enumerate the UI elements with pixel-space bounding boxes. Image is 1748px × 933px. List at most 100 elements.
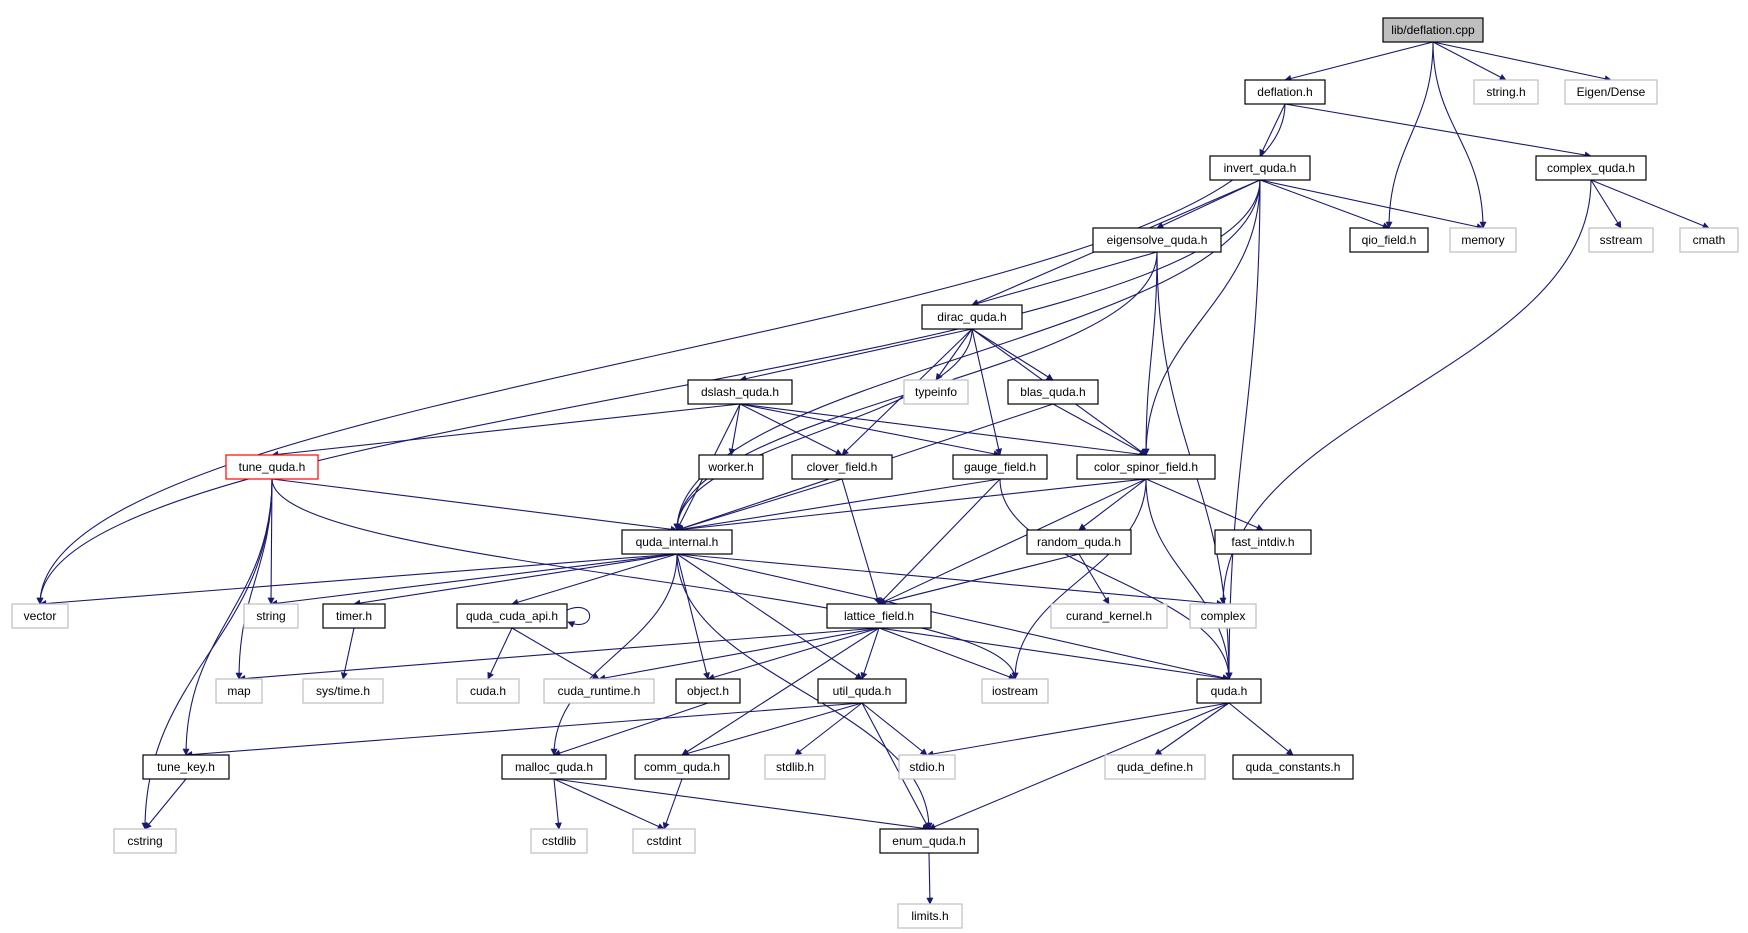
edge-color_spinor_field_h-to-fast_intdiv_h	[1145, 478, 1264, 531]
edge-clover_field_h-to-quda_internal_h	[676, 478, 843, 532]
node-tune-quda-h[interactable]: tune_quda.h	[225, 454, 319, 480]
node-tune-key-h[interactable]: tune_key.h	[142, 754, 230, 780]
node-box	[632, 828, 696, 854]
node-blas-quda-h[interactable]: blas_quda.h	[1007, 379, 1099, 405]
edge-gauge_field_h-to-quda_h	[999, 478, 1233, 680]
edge-gauge_field_h-to-lattice_field_h	[878, 478, 1001, 605]
edge-lattice_field_h-to-object_h	[707, 627, 880, 681]
edge-dirac_quda_h-to-quda_internal_h	[673, 328, 973, 531]
edge-util_quda_h-to-stdio_h	[861, 702, 928, 756]
edge-color_spinor_field_h-to-quda_internal_h	[676, 478, 1147, 533]
node-label: tune_key.h	[157, 760, 215, 774]
node-box	[1050, 603, 1168, 629]
edge-dirac_quda_h-to-blas_quda_h	[971, 328, 1054, 381]
node-dirac-quda-h[interactable]: dirac_quda.h	[921, 304, 1023, 330]
node-box	[687, 379, 793, 405]
node-eigen-dense: Eigen/Dense	[1564, 79, 1658, 105]
node-invert-quda-h[interactable]: invert_quda.h	[1209, 155, 1311, 181]
node-worker-h[interactable]: worker.h	[698, 454, 764, 480]
node-label: lib/deflation.cpp	[1391, 23, 1475, 37]
node-enum-quda-h[interactable]: enum_quda.h	[879, 828, 979, 854]
edge-lattice_field_h-to-iostream	[878, 627, 1016, 681]
edge-lattice_field_h-to-cuda_runtime_h	[598, 627, 880, 682]
node-label: quda.h	[1211, 684, 1248, 698]
edge-dirac_quda_h-to-dslash_quda_h	[739, 328, 973, 383]
edge-color_spinor_field_h-to-lattice_field_h	[878, 478, 1147, 605]
node-lattice-field-h[interactable]: lattice_field.h	[826, 603, 932, 629]
node-box	[302, 678, 384, 704]
edge-quda_internal_h-to-string	[270, 553, 678, 607]
node-memory: memory	[1449, 227, 1517, 253]
edge-color_spinor_field_h-to-quda_h	[1145, 478, 1233, 680]
node-box	[530, 828, 588, 854]
edge-quda_internal_h-to-object_h	[676, 553, 710, 680]
edge-tune_key_h-to-cstring	[144, 778, 187, 830]
edge-random_quda_h-to-lattice_field_h	[878, 553, 1080, 606]
node-vector: vector	[11, 603, 69, 629]
node-timer-h[interactable]: timer.h	[322, 603, 386, 629]
node-label: color_spinor_field.h	[1094, 460, 1198, 474]
node-dslash-quda-h[interactable]: dslash_quda.h	[687, 379, 793, 405]
node-util-quda-h[interactable]: util_quda.h	[817, 678, 907, 704]
node-box	[113, 828, 177, 854]
node-object-h[interactable]: object.h	[675, 678, 741, 704]
node-quda-h[interactable]: quda.h	[1196, 678, 1262, 704]
node-comm-quda-h[interactable]: comm_quda.h	[634, 754, 730, 780]
edge-random_quda_h-to-curand_kernel_h	[1078, 553, 1110, 605]
node-box	[1209, 155, 1311, 181]
edge-lattice_field_h-to-map	[238, 627, 880, 682]
edge-quda_h-to-stdio_h	[926, 702, 1230, 758]
edge-color_spinor_field_h-to-iostream	[1011, 478, 1147, 680]
node-label: deflation.h	[1257, 85, 1312, 99]
node-box	[1244, 79, 1326, 105]
node-box	[215, 678, 263, 704]
edge-util_quda_h-to-tune_key_h	[185, 702, 863, 759]
edge-quda_internal_h-to-util_quda_h	[676, 553, 863, 680]
node-quda-cuda-api-h[interactable]: quda_cuda_api.h	[456, 603, 568, 629]
node-typeinfo: typeinfo	[903, 379, 969, 405]
node-box	[142, 754, 230, 780]
node-quda-internal-h[interactable]: quda_internal.h	[621, 529, 733, 555]
node-box	[1588, 227, 1654, 253]
edge-root-to-deflation_h	[1284, 41, 1434, 82]
node-label: eigensolve_quda.h	[1107, 233, 1208, 247]
node-label: quda_internal.h	[636, 535, 719, 549]
node-complex-quda-h[interactable]: complex_quda.h	[1535, 155, 1647, 181]
node-limits-h: limits.h	[897, 903, 963, 929]
node-label: dslash_quda.h	[701, 385, 779, 399]
edge-util_quda_h-to-stdlib_h	[794, 702, 863, 756]
node-box	[1104, 754, 1206, 780]
node-color-spinor-field-h[interactable]: color_spinor_field.h	[1076, 454, 1216, 480]
node-label: fast_intdiv.h	[1231, 535, 1294, 549]
node-label: invert_quda.h	[1224, 161, 1297, 175]
node-malloc-quda-h[interactable]: malloc_quda.h	[501, 754, 607, 780]
edge-invert_quda_h-to-color_spinor_field_h	[1142, 179, 1261, 456]
node-label: iostream	[992, 684, 1038, 698]
node-qio-field-h[interactable]: qio_field.h	[1349, 227, 1429, 253]
node-fast-intdiv-h[interactable]: fast_intdiv.h	[1214, 529, 1312, 555]
node-label: Eigen/Dense	[1577, 85, 1646, 99]
node-label: stdio.h	[909, 760, 944, 774]
node-quda-define-h: quda_define.h	[1104, 754, 1206, 780]
node-label: sstream	[1600, 233, 1643, 247]
node-cstdlib: cstdlib	[530, 828, 588, 854]
node-random-quda-h[interactable]: random_quda.h	[1026, 529, 1132, 555]
node-label: enum_quda.h	[892, 834, 965, 848]
edge-invert_quda_h-to-memory	[1259, 179, 1484, 231]
edge-color_spinor_field_h-to-random_quda_h	[1078, 478, 1147, 531]
node-label: lattice_field.h	[844, 609, 914, 623]
node-quda-constants-h[interactable]: quda_constants.h	[1232, 754, 1354, 780]
node-label: cstdlib	[542, 834, 576, 848]
node-root[interactable]: lib/deflation.cpp	[1382, 17, 1484, 43]
node-eigensolve-quda-h[interactable]: eigensolve_quda.h	[1092, 227, 1222, 253]
edge-lattice_field_h-to-quda_h	[878, 627, 1230, 682]
node-box	[1679, 227, 1739, 253]
node-clover-field-h[interactable]: clover_field.h	[791, 454, 893, 480]
edge-lattice_field_h-to-util_quda_h	[860, 627, 880, 680]
edge-root-to-memory	[1432, 41, 1487, 229]
node-box	[921, 304, 1023, 330]
node-gauge-field-h[interactable]: gauge_field.h	[952, 454, 1048, 480]
node-deflation-h[interactable]: deflation.h	[1244, 79, 1326, 105]
node-box	[11, 603, 69, 629]
